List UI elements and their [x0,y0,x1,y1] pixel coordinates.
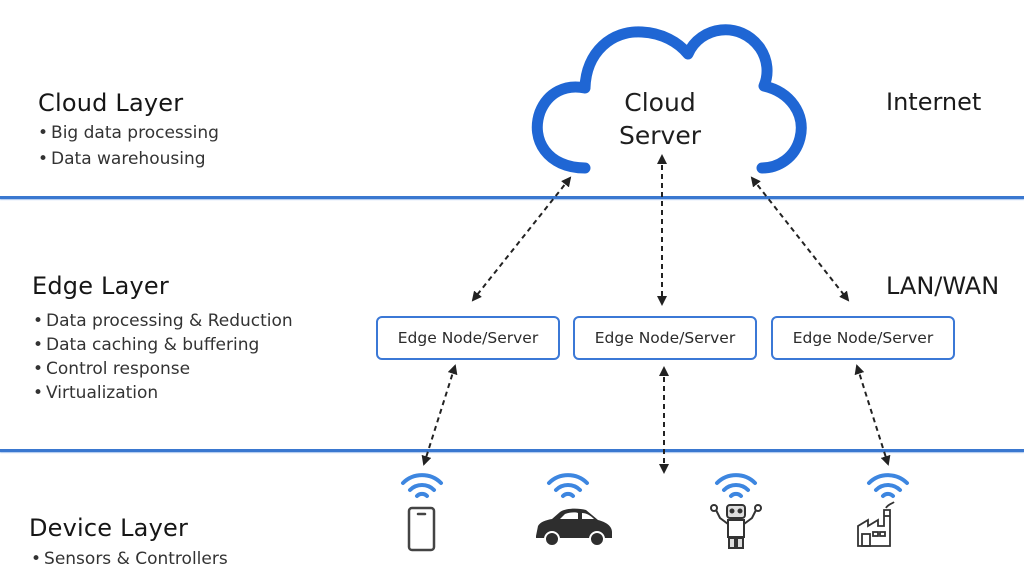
edge-layer-title: Edge Layer [32,272,169,300]
cloud-layer-title: Cloud Layer [38,89,184,117]
wifi-icon [401,473,443,498]
bullet-item: Data caching & buffering [33,333,293,357]
edge-device-link-3 [854,364,891,466]
cloud-server-label: Cloud Server [600,86,720,152]
bullet-item: Data warehousing [38,147,219,171]
factory-icon [857,501,895,547]
lan-wan-label: LAN/WAN [886,272,1000,300]
wifi-icon [867,473,909,498]
cloud-edge-link-1 [471,176,572,302]
cloud-server-line1: Cloud [624,88,696,117]
device-layer-title: Device Layer [29,514,189,542]
device-layer-bullets: Sensors & Controllers [31,547,228,571]
bullet-item: Sensors & Controllers [31,547,228,571]
edge-device-link-1 [421,364,458,466]
cloud-server-line2: Server [619,121,701,150]
wifi-icon [547,473,589,498]
cloud-edge-link-3 [750,176,850,302]
edge-node-1[interactable]: Edge Node/Server [376,316,560,360]
bullet-item: Data processing & Reduction [33,309,293,333]
car-icon [536,508,612,547]
wifi-icon [715,473,757,498]
cloud-server-icon [531,24,807,174]
edge-device-divider [0,449,1024,452]
bullet-item: Big data processing [38,121,219,145]
bullet-item: Virtualization [33,381,293,405]
bullet-item: Control response [33,357,293,381]
internet-label: Internet [886,88,982,116]
cloud-layer-bullets: Big data processing Data warehousing [38,121,219,171]
edge-layer-bullets: Data processing & Reduction Data caching… [33,309,293,405]
robot-icon [710,504,762,549]
edge-node-2[interactable]: Edge Node/Server [573,316,757,360]
edge-node-3[interactable]: Edge Node/Server [771,316,955,360]
smartphone-icon [407,506,436,552]
